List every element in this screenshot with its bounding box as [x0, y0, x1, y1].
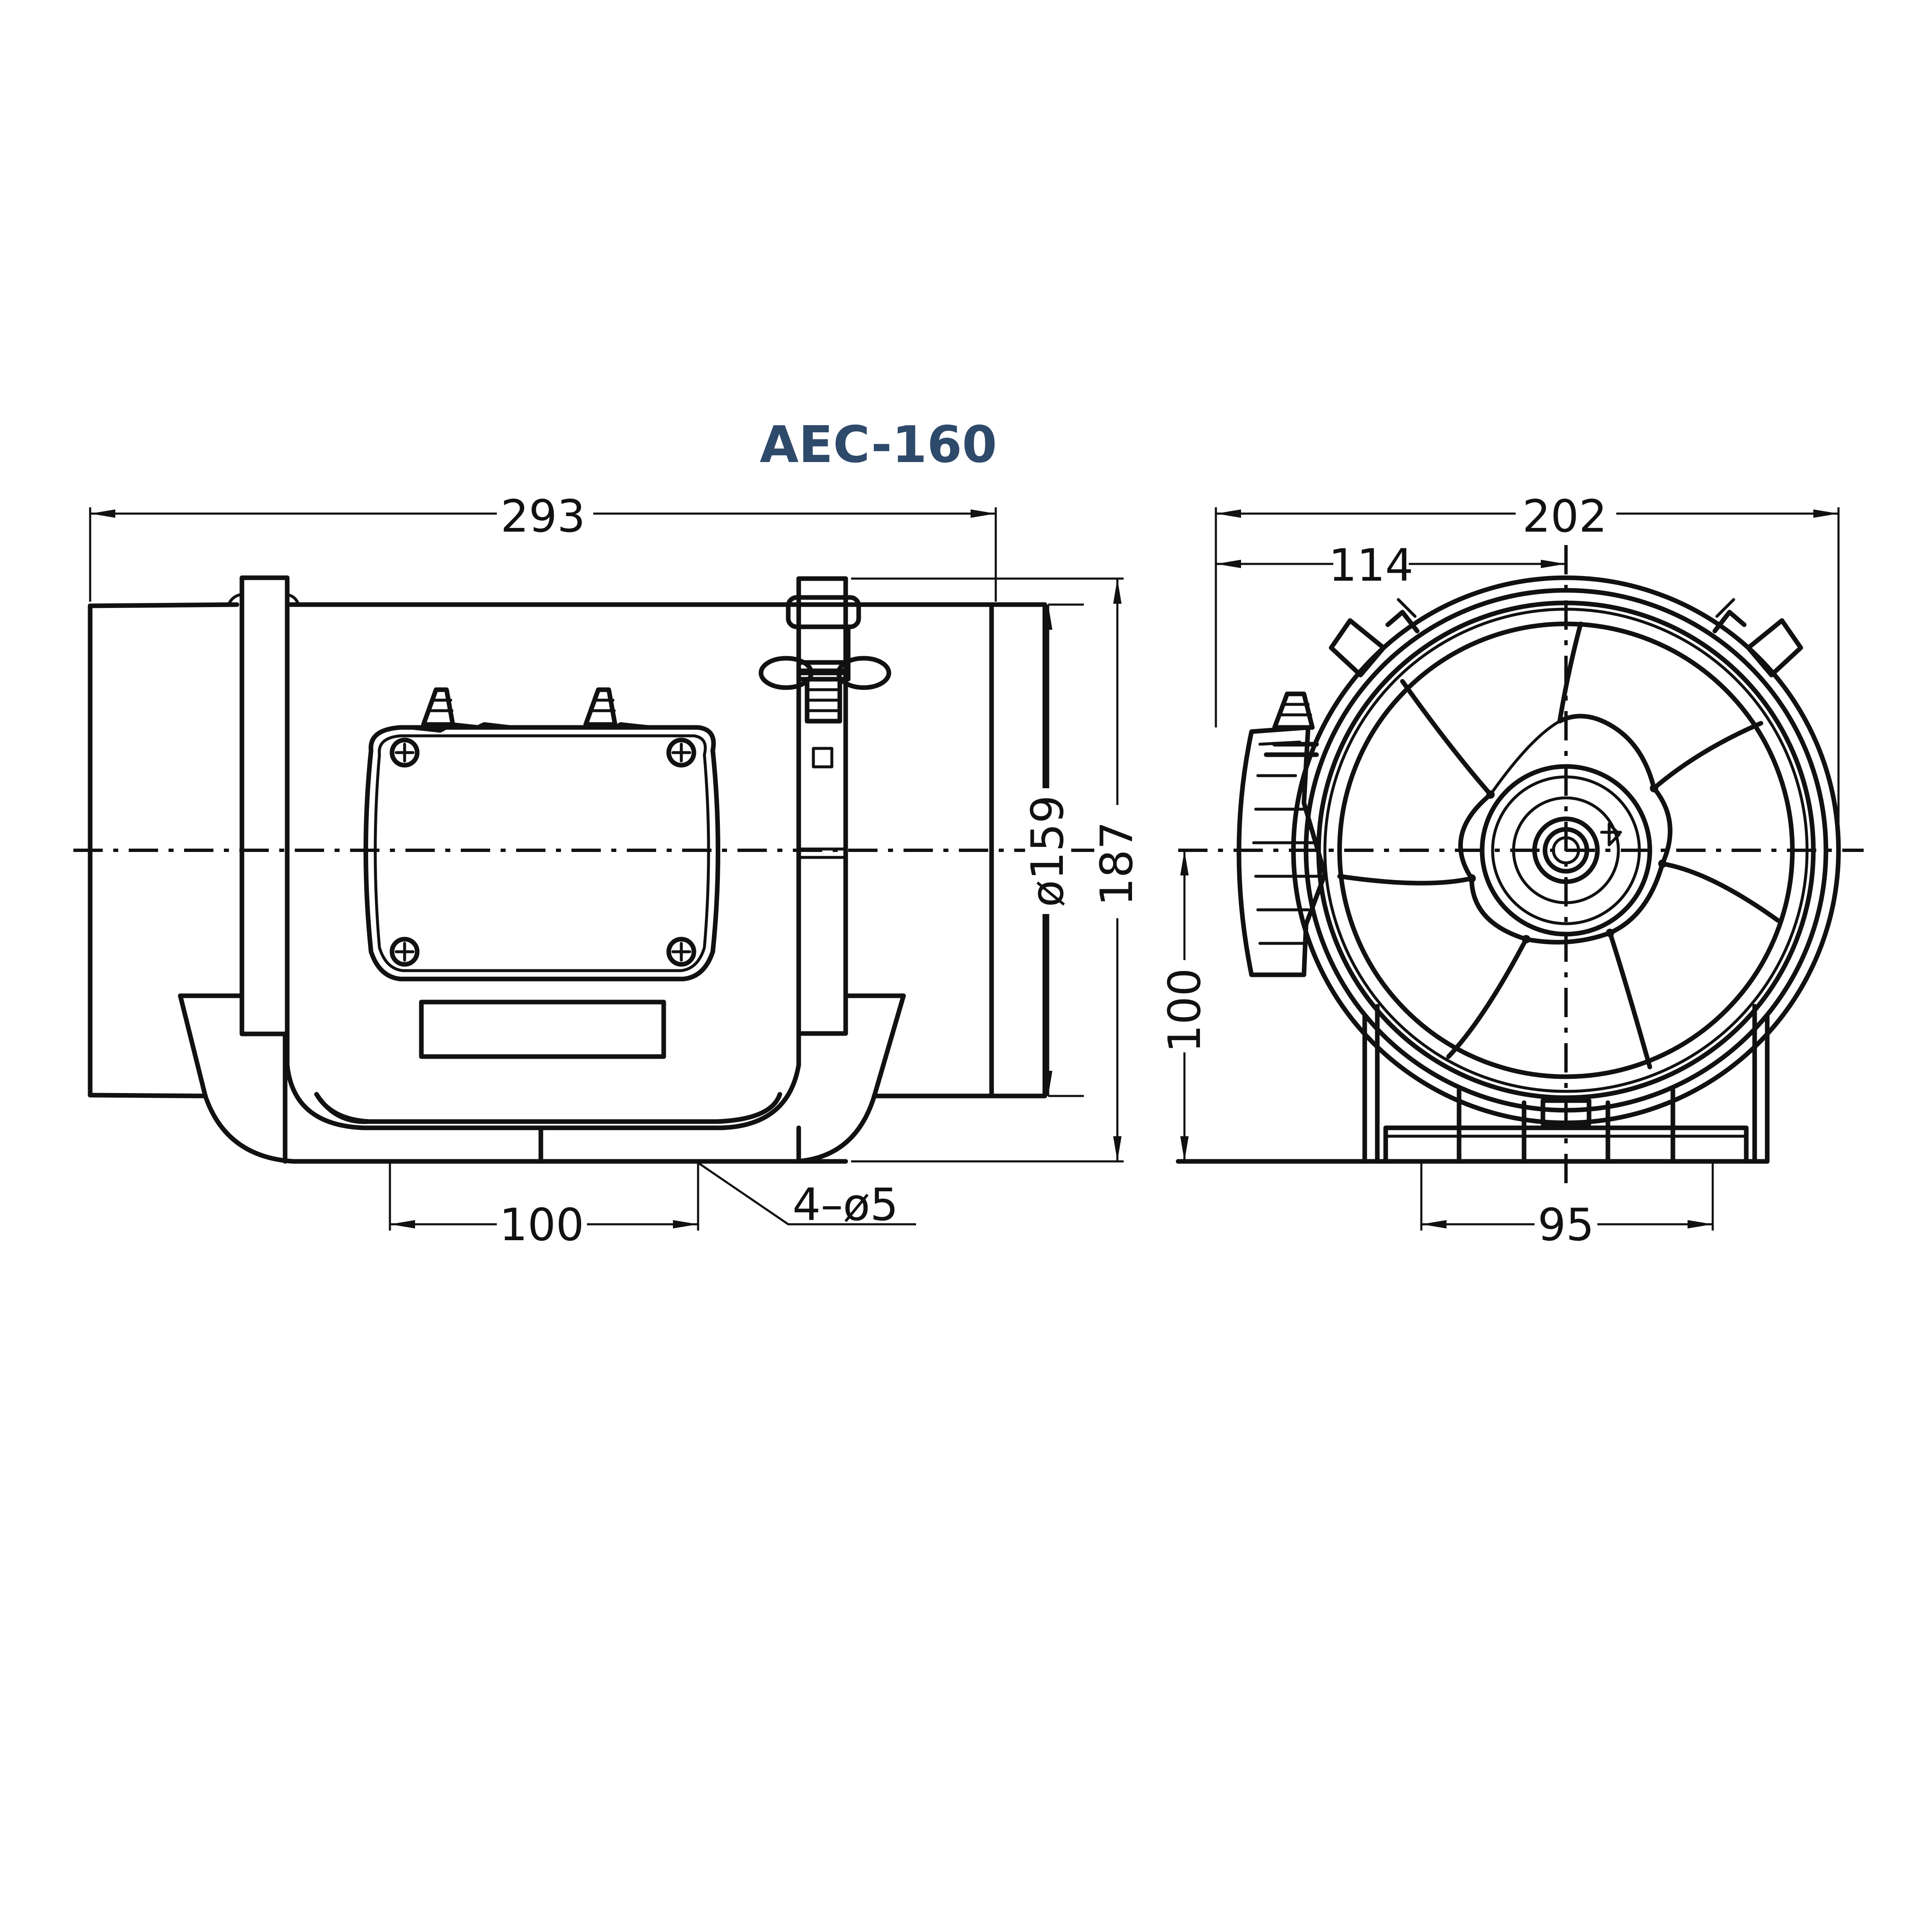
leader-mount-holes: 4–ø5	[695, 1160, 916, 1231]
dim-label-100: 100	[499, 1199, 584, 1251]
drawing-title: AEC-160	[760, 416, 997, 474]
side-terminal-box	[1236, 691, 1327, 977]
fan-hub	[1480, 764, 1652, 937]
dim-label-95: 95	[1538, 1199, 1594, 1251]
side-view: 293 ø159 187 100 4–ø5	[73, 488, 1143, 1251]
screw-icon	[390, 937, 420, 967]
screw-icon	[390, 737, 420, 768]
dim-axis-height: 100	[1159, 850, 1210, 1161]
dim-overall-height: 187	[851, 577, 1143, 1163]
dim-label-d159: ø159	[1022, 795, 1073, 907]
label-plate	[419, 1000, 666, 1059]
dim-label-100-axis: 100	[1159, 968, 1210, 1053]
duct-body	[88, 602, 1047, 1098]
right-clamp	[796, 576, 848, 1036]
dim-overall-width: 202	[1215, 488, 1840, 839]
dim-label-202: 202	[1522, 491, 1607, 542]
dim-overall-length: 293	[89, 488, 997, 602]
dim-base-width: 95	[1420, 1163, 1714, 1251]
dim-offset-axis: 114	[1216, 540, 1566, 591]
terminal-box	[364, 687, 720, 982]
dim-hole-spacing: 100	[389, 1163, 699, 1251]
base-bracket	[178, 993, 906, 1164]
top-clip-left	[1329, 598, 1420, 678]
top-clip-right	[1712, 598, 1803, 678]
dim-label-293: 293	[501, 491, 585, 542]
left-clamp	[227, 575, 300, 1036]
screw-icon	[666, 937, 696, 967]
dim-label-187: 187	[1091, 821, 1143, 906]
fan-blades	[1337, 621, 1780, 1070]
front-view: 202 114 100 95	[1159, 488, 1864, 1251]
base-legs	[1176, 1004, 1770, 1164]
dim-label-114: 114	[1329, 540, 1413, 591]
cable-gland	[758, 595, 891, 769]
dim-duct-diameter: ø159	[1022, 603, 1084, 1097]
screw-icon	[666, 737, 696, 768]
dim-label-holes: 4–ø5	[792, 1179, 898, 1231]
